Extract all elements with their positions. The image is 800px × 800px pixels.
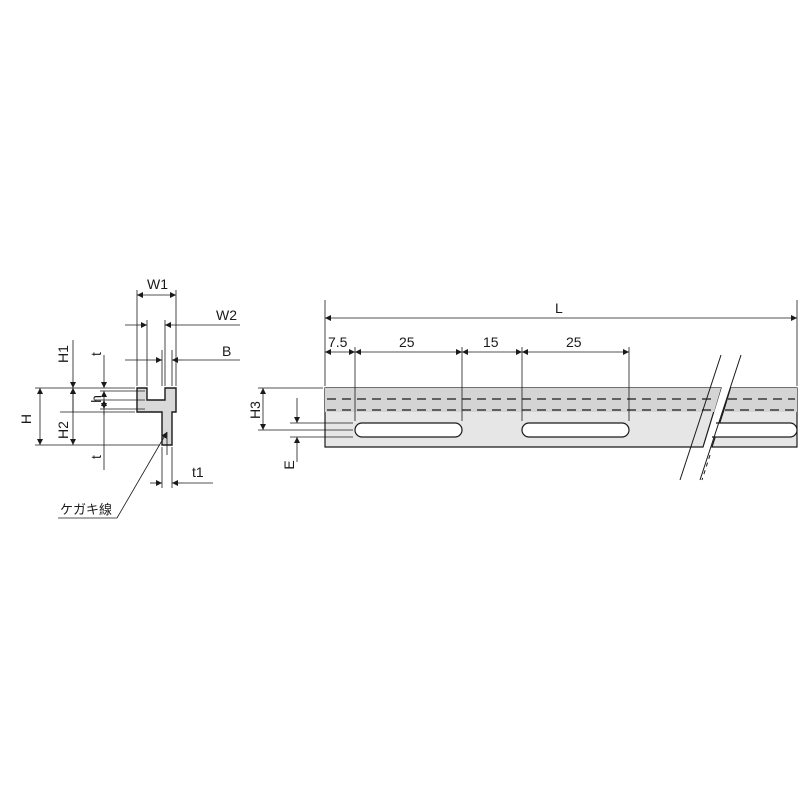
label-h2: H2 — [55, 421, 71, 439]
dimension-t1: t1 — [150, 447, 213, 488]
slot-3-partial — [712, 422, 798, 438]
dimension-h1-h2: H1 H2 — [55, 340, 135, 445]
dimension-pitch: 7.5 25 15 25 — [325, 334, 630, 421]
rail-section-profile — [136, 387, 177, 446]
section-view: W1 W2 B H — [18, 276, 240, 519]
dimension-e: E — [281, 398, 353, 470]
dimension-b: B — [125, 343, 240, 386]
pitch-label-2: 25 — [399, 334, 415, 350]
rail-upper-band-right — [724, 388, 797, 412]
label-h-small: h — [88, 395, 104, 403]
dimension-w1: W1 — [136, 276, 177, 386]
break-lines — [679, 354, 742, 481]
label-e: E — [281, 460, 297, 469]
label-t1: t1 — [192, 464, 204, 480]
dimension-h3: H3 — [247, 387, 353, 431]
dimension-h-small: h — [88, 390, 145, 410]
label-h: H — [18, 414, 34, 424]
dimension-w2: W2 — [125, 307, 240, 386]
dimension-h: H — [18, 387, 160, 446]
side-view: L 7.5 25 15 25 H3 — [247, 300, 798, 481]
pitch-label-3: 15 — [483, 334, 499, 350]
pitch-label-4: 25 — [566, 334, 582, 350]
scribe-line-callout: ケガキ線 — [58, 431, 168, 519]
label-l: L — [555, 300, 563, 316]
pitch-label-1: 7.5 — [328, 334, 348, 350]
slot-2 — [521, 422, 630, 438]
label-w1: W1 — [147, 276, 168, 292]
label-t-top: t — [88, 352, 104, 356]
label-h1: H1 — [55, 345, 71, 363]
label-b: B — [222, 343, 231, 359]
label-t-bottom: t — [88, 455, 104, 459]
dimension-t-bottom: t — [88, 412, 105, 470]
dimension-l: L — [324, 300, 798, 386]
label-h3: H3 — [247, 401, 263, 419]
slot-1 — [354, 422, 463, 438]
label-w2: W2 — [216, 307, 237, 323]
label-scribe-line: ケガキ線 — [60, 502, 112, 518]
rail-upper-band-left — [325, 388, 721, 412]
